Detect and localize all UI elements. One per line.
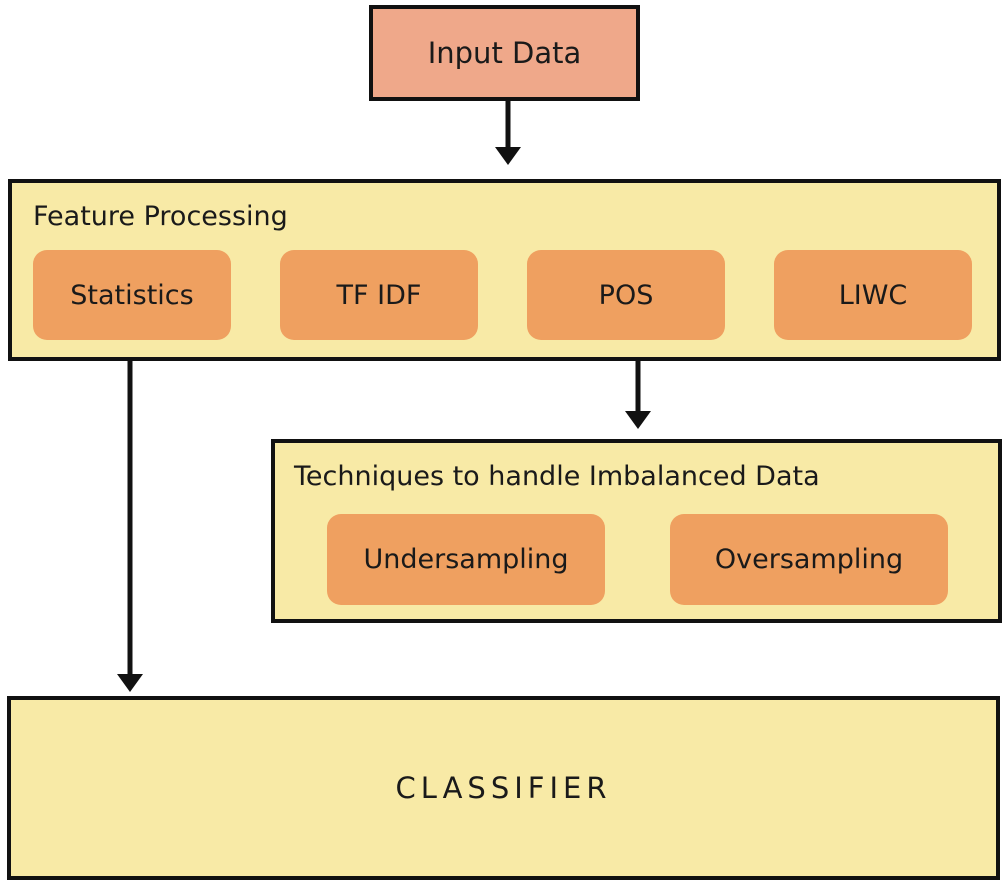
feature-pos-label: POS [598,279,654,311]
arrow-feature-to-classifier [117,361,143,692]
undersampling-label: Undersampling [363,544,569,575]
feature-statistics-label: Statistics [70,279,194,311]
feature-liwc-node: LIWC [774,250,972,340]
imbalance-techniques-group: Techniques to handle Imbalanced Data Und… [271,439,1002,623]
arrow-feature-to-imbalance [625,361,651,429]
arrow-input-to-feature [495,101,521,165]
input-data-label: Input Data [427,36,582,70]
classifier-label: CLASSIFIER [395,771,612,805]
oversampling-label: Oversampling [714,544,904,575]
imbalance-techniques-title: Techniques to handle Imbalanced Data [294,461,820,492]
feature-tfidf-node: TF IDF [280,250,478,340]
classifier-node: CLASSIFIER [7,696,1000,880]
undersampling-node: Undersampling [327,514,605,605]
feature-processing-group: Feature Processing Statistics TF IDF POS… [8,179,1001,361]
feature-tfidf-label: TF IDF [336,279,422,311]
feature-pos-node: POS [527,250,725,340]
feature-processing-title: Feature Processing [33,201,288,232]
oversampling-node: Oversampling [670,514,948,605]
input-data-node: Input Data [369,5,640,101]
feature-liwc-label: LIWC [838,279,908,311]
feature-statistics-node: Statistics [33,250,231,340]
